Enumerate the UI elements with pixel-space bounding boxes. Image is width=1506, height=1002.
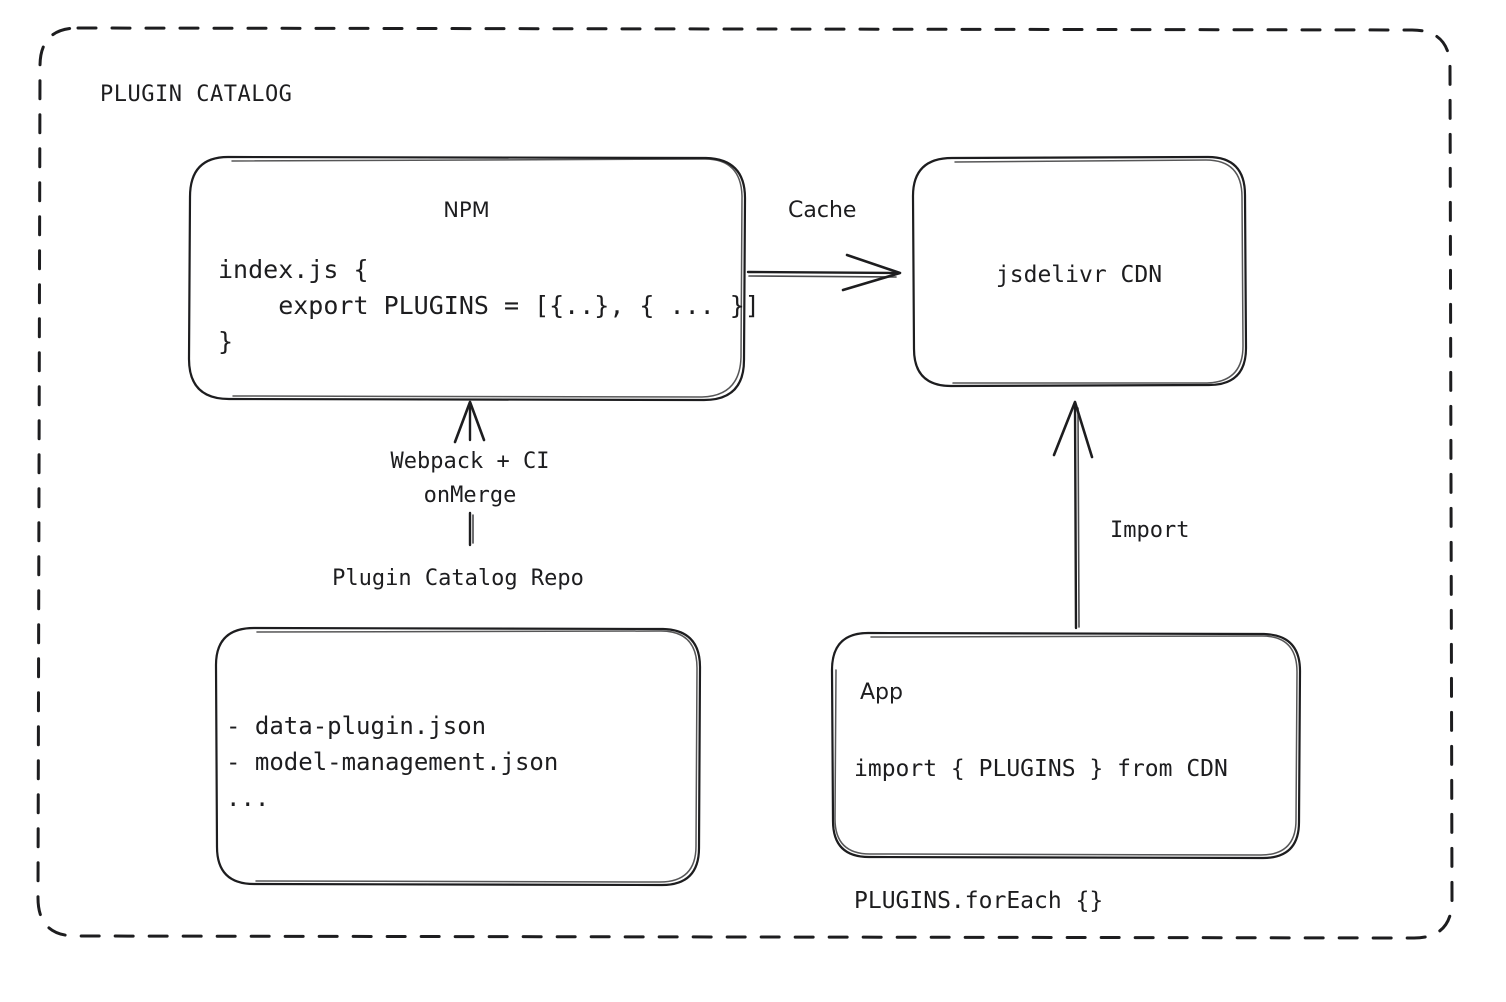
edge-label-webpack-ci-onmerge: Webpack + CI onMerge	[390, 449, 550, 508]
repo-node-file-list: - data-plugin.json - model-management.js…	[226, 712, 559, 812]
edge-repo-to-npm	[453, 400, 486, 547]
edge-npm-to-cdn	[746, 253, 902, 292]
edge-app-to-cdn	[1052, 400, 1094, 630]
app-node-border-sketch	[834, 635, 1298, 856]
plugin-catalog-title: PLUGIN CATALOG	[100, 82, 293, 107]
app-node-code: import { PLUGINS } from CDN PLUGINS.forE…	[854, 756, 1228, 914]
repo-node-border	[214, 626, 702, 887]
npm-node-code: index.js { export PLUGINS = [{..}, { ...…	[218, 255, 760, 356]
repo-node-label: Plugin Catalog Repo	[332, 566, 584, 591]
npm-node-border-sketch	[231, 158, 743, 398]
repo-node-border-sketch	[255, 630, 698, 883]
cdn-node-title: jsdelivr CDN	[995, 262, 1163, 288]
cdn-node-border	[911, 155, 1248, 388]
cdn-node-border-sketch	[952, 159, 1244, 384]
npm-node-border	[187, 155, 747, 402]
app-node-border	[830, 631, 1302, 860]
edge-label-cache: Cache	[788, 198, 857, 223]
npm-node-title: NPM	[443, 198, 490, 222]
app-node-title: App	[860, 680, 903, 705]
edge-label-import: Import	[1110, 518, 1190, 543]
plugin-catalog-container-border	[36, 26, 1454, 940]
